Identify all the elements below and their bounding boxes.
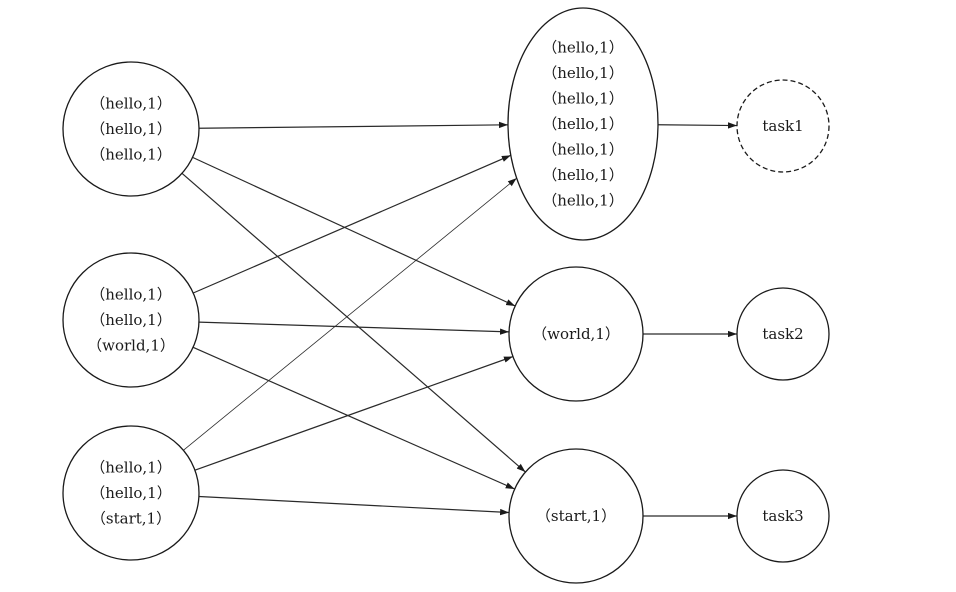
node-map2-label: （hello,1） <box>90 311 171 329</box>
edge-map1-to-group-world <box>192 156 516 307</box>
node-group-world-label: （world,1） <box>532 325 620 343</box>
node-map3-label: （start,1） <box>91 510 171 528</box>
node-map3-label: （hello,1） <box>90 459 171 477</box>
node-map3-label: （hello,1） <box>90 484 171 502</box>
edge-group-hello-to-task1 <box>657 122 738 129</box>
node-task1-shape <box>736 79 830 173</box>
node-group-hello-label: （hello,1） <box>542 39 623 57</box>
node-group-hello-label: （hello,1） <box>542 90 623 108</box>
node-map3: （hello,1） （hello,1） （start,1） <box>62 425 200 561</box>
node-group-start: （start,1） <box>508 448 644 584</box>
edge-map2-to-group-world <box>198 321 510 335</box>
node-group-hello-shape <box>507 7 659 241</box>
node-map1-shape <box>62 61 200 197</box>
node-task1-label: task1 <box>762 117 803 135</box>
node-map3-shape <box>62 425 200 561</box>
node-task3: task3 <box>736 469 830 563</box>
edge-map1-to-group-hello <box>198 121 509 129</box>
edge-map3-to-group-world <box>194 355 514 471</box>
edge-map2-to-group-start <box>192 346 515 490</box>
edge-map1-to-group-start <box>181 172 526 473</box>
node-task2: task2 <box>736 287 830 381</box>
node-map2-label: （hello,1） <box>90 286 171 304</box>
nodes-layer: （hello,1）（hello,1）（hello,1）（hello,1）（hel… <box>62 7 830 584</box>
node-group-hello-label: （hello,1） <box>542 64 623 82</box>
node-group-hello-label: （hello,1） <box>542 115 623 133</box>
node-map2-shape <box>62 252 200 388</box>
node-task2-label: task2 <box>762 325 803 343</box>
edge-map3-to-group-hello <box>183 177 517 451</box>
node-group-world-shape <box>508 266 644 402</box>
node-map2: （hello,1） （hello,1） （world,1） <box>62 252 200 388</box>
node-task1: task1 <box>736 79 830 173</box>
node-group-hello-label: （hello,1） <box>542 141 623 159</box>
node-map2-label: （world,1） <box>87 337 175 355</box>
node-task3-label: task3 <box>762 507 803 525</box>
node-group-world: （world,1） <box>508 266 644 402</box>
node-group-hello-label: （hello,1） <box>542 192 623 210</box>
edges-layer <box>181 121 738 520</box>
edge-map2-to-group-hello <box>193 154 512 294</box>
node-group-start-shape <box>508 448 644 584</box>
node-group-start-label: （start,1） <box>536 507 616 525</box>
node-map1-label: （hello,1） <box>90 120 171 138</box>
node-map1-label: （hello,1） <box>90 146 171 164</box>
node-group-hello-label: （hello,1） <box>542 166 623 184</box>
node-group-hello: （hello,1） （hello,1） （hello,1） （hello,1） （hel… <box>507 7 659 241</box>
node-map1: （hello,1） （hello,1） （hello,1） <box>62 61 200 197</box>
node-task3-shape <box>736 469 830 563</box>
edge-map3-to-group-start <box>198 495 510 516</box>
node-task2-shape <box>736 287 830 381</box>
node-map1-label: （hello,1） <box>90 95 171 113</box>
